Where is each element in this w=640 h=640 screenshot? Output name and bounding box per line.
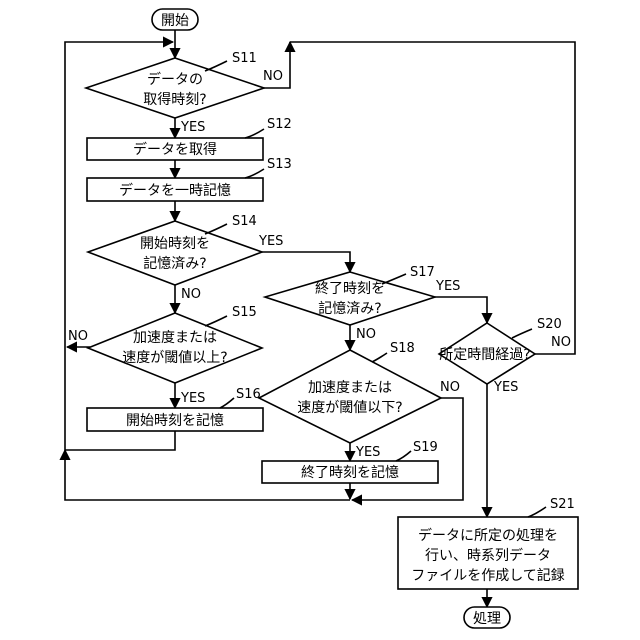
s18-line-2: 速度が閾値以下?	[297, 400, 402, 416]
s18-yes-label: YES	[355, 445, 380, 460]
s13-step-id: S13	[267, 157, 292, 172]
s11-line-1: データの	[147, 71, 203, 88]
s19-step-id: S19	[413, 440, 438, 455]
s21-line-1: データに所定の処理を	[418, 527, 558, 544]
s14-yes-label: YES	[258, 234, 283, 249]
s20-label: 所定時間経過?	[439, 347, 530, 363]
s15-yes-label: YES	[180, 391, 205, 406]
s20-leader	[512, 329, 532, 338]
s14-line-1: 開始時刻を	[140, 236, 210, 252]
s17-step-id: S17	[410, 265, 435, 280]
s12-label: データを取得	[133, 141, 217, 158]
s21-line-2: 行い、時系列データ	[425, 547, 551, 564]
s13-label: データを一時記憶	[119, 182, 231, 199]
end-terminal: 処理	[464, 607, 510, 628]
s21-leader	[528, 507, 546, 517]
s12-step-id: S12	[267, 117, 292, 132]
s19-label: 終了時刻を記憶	[301, 464, 399, 481]
s17-leader	[382, 274, 406, 284]
s18-no-label: NO	[440, 380, 460, 395]
s14-leader	[205, 224, 227, 234]
s17-line-1: 終了時刻を	[315, 281, 385, 297]
s11-step-id: S11	[232, 51, 257, 66]
s14-no-label: NO	[181, 287, 201, 302]
s18-step-id: S18	[390, 341, 415, 356]
s15-line-2: 速度が閾値以上?	[122, 350, 227, 366]
s12-leader	[245, 129, 264, 138]
s16-leader	[220, 398, 234, 408]
decision-s14: 開始時刻を 記憶済み? S14 YES NO	[88, 214, 283, 302]
s15-line-1: 加速度または	[133, 330, 217, 346]
s16-label: 開始時刻を記憶	[126, 412, 224, 429]
s20-no-label: NO	[551, 335, 571, 350]
s15-no-label: NO	[68, 329, 88, 344]
s11-leader	[205, 61, 227, 71]
s20-step-id: S20	[537, 317, 562, 332]
s13-leader	[245, 169, 264, 178]
s21-line-3: ファイルを作成して記録	[411, 567, 565, 584]
s14-line-2: 記憶済み?	[143, 255, 206, 272]
s17-line-2: 記憶済み?	[318, 300, 381, 317]
s16-step-id: S16	[236, 387, 261, 402]
s17-yes-label: YES	[435, 279, 460, 294]
process-s13: データを一時記憶 S13	[87, 157, 292, 201]
s18-line-1: 加速度または	[308, 380, 392, 396]
end-label: 処理	[473, 611, 501, 627]
s15-step-id: S15	[232, 305, 257, 320]
process-s21: データに所定の処理を 行い、時系列データ ファイルを作成して記録 S21	[398, 497, 578, 589]
s14-step-id: S14	[232, 214, 257, 229]
start-terminal: 開始	[152, 9, 198, 30]
s11-no-label: NO	[263, 69, 283, 84]
s11-line-2: 取得時刻?	[143, 91, 206, 108]
s20-yes-label: YES	[493, 380, 518, 395]
s15-leader	[205, 316, 227, 326]
s17-no-label: NO	[356, 327, 376, 342]
s19-leader	[396, 451, 411, 461]
s21-step-id: S21	[550, 497, 575, 512]
line-s16-to-loop	[65, 431, 175, 450]
decision-s15: 加速度または 速度が閾値以上? S15 NO YES	[68, 305, 262, 406]
s11-yes-label: YES	[180, 120, 205, 135]
decision-s11: データの 取得時刻? S11 NO YES	[86, 51, 283, 135]
s18-leader	[372, 353, 387, 362]
decision-s17: 終了時刻を 記憶済み? S17 YES NO	[265, 265, 460, 342]
arrow-s17-yes-to-s20	[435, 297, 487, 323]
start-label: 開始	[161, 13, 189, 29]
arrow-s14-yes-to-s17	[262, 252, 350, 272]
